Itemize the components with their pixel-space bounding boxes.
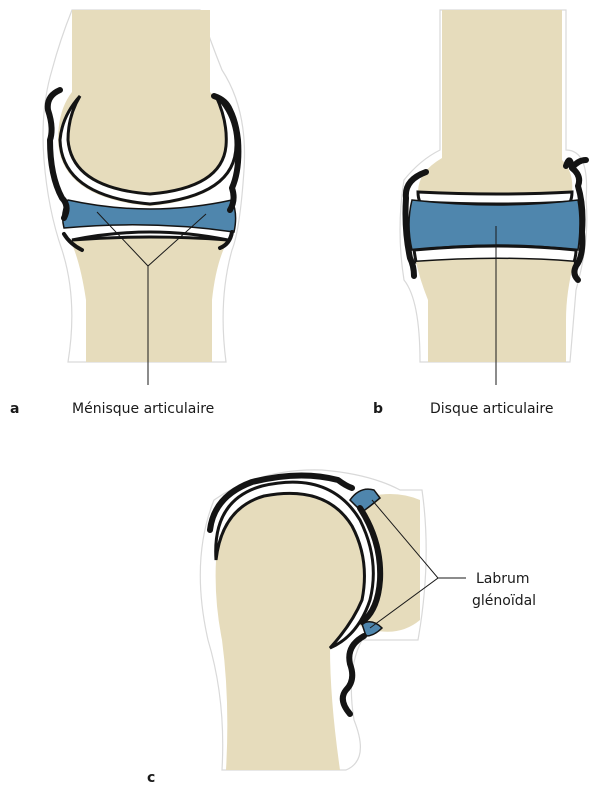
panel-b-letter: b (373, 401, 383, 417)
panel-b-lower-bone (416, 259, 574, 362)
panel-a-label: Ménisque articulaire (72, 401, 214, 417)
panel-a-letter: a (10, 401, 19, 417)
panel-a-meniscus: a Ménisque articulaire (10, 10, 245, 417)
panel-b-label: Disque articulaire (430, 401, 554, 417)
panel-b-disc-shape (409, 200, 580, 250)
panel-c-letter: c (147, 770, 155, 786)
panel-a-lower-bone (70, 231, 228, 362)
panel-c-labrum: c Labrum glénoïdal (147, 470, 536, 786)
panel-c-label-line1: Labrum (476, 571, 530, 587)
panel-b-disc: b Disque articulaire (373, 10, 587, 417)
panel-c-label-line2: glénoïdal (472, 593, 536, 609)
